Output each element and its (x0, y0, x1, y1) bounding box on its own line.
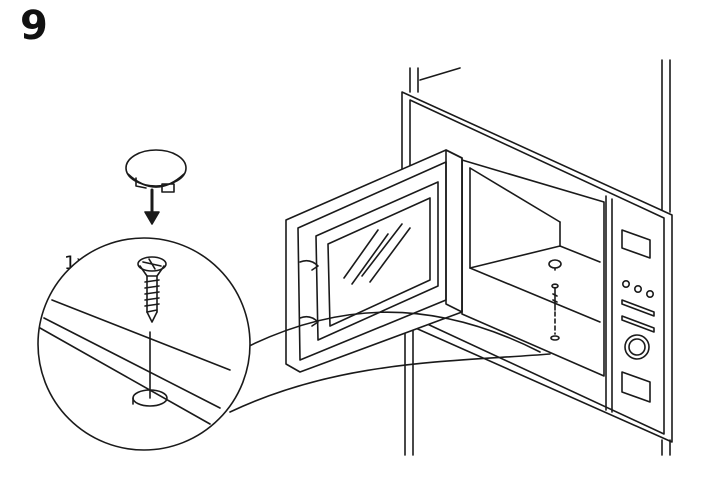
control-knob-outer (624, 334, 650, 360)
wood-screw (137, 256, 167, 323)
detail-circle (37, 237, 251, 451)
control-button-2 (633, 284, 642, 293)
door-hinge-bottom (299, 315, 319, 327)
screw-location (548, 259, 562, 341)
control-button-1 (621, 279, 630, 288)
control-button-3 (645, 289, 654, 298)
cabinet-frame (404, 59, 671, 456)
door-window (327, 197, 431, 327)
display-window (621, 229, 651, 259)
callout-connector (225, 311, 551, 413)
control-knob-inner (628, 338, 646, 356)
control-panel (621, 229, 655, 403)
control-slot-2 (621, 315, 655, 333)
door-hinge-top (299, 259, 319, 271)
microwave-door (285, 149, 463, 373)
step-number: 9 (20, 3, 48, 49)
control-slot-1 (621, 299, 655, 317)
door-release-button (621, 371, 651, 403)
down-arrow-icon (144, 188, 160, 225)
cover-cap (125, 149, 187, 193)
